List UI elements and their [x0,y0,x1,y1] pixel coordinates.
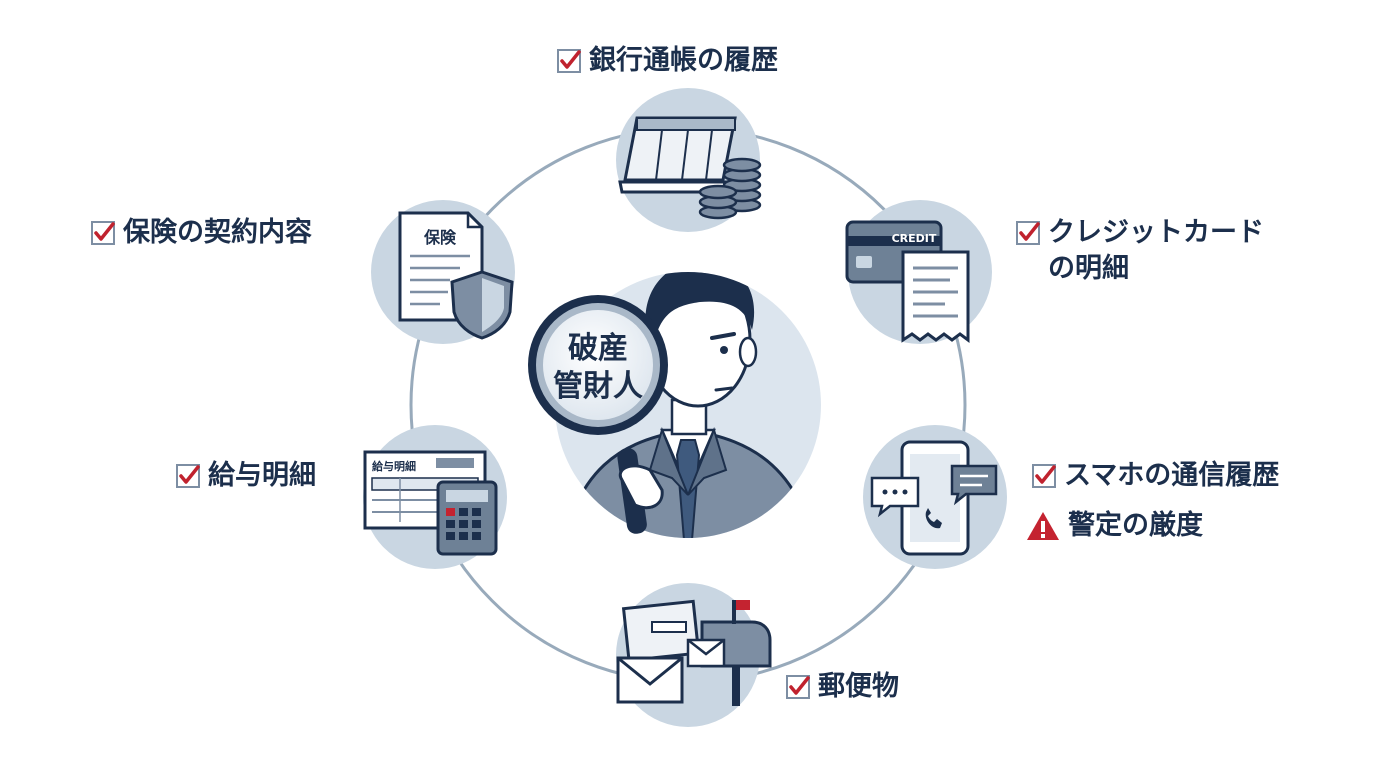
label-bank-text: 銀行通帳の履歴 [589,45,778,76]
check-icon [176,464,200,488]
label-insurance-text: 保険の契約内容 [123,217,312,248]
insurance-document-shield-icon [371,200,515,344]
label-credit-line1: クレジットカード [1048,217,1264,248]
label-insurance: 保険の契約内容 [91,215,312,251]
warning-triangle-icon [1027,512,1059,540]
check-icon [91,221,115,245]
check-icon [557,49,581,73]
label-mail: 郵便物 [786,669,899,705]
label-salary-text: 給与明細 [208,460,316,491]
payslip-calculator-icon [363,425,507,569]
magnifier-text-line2: 管財人 [553,369,643,404]
label-salary: 給与明細 [176,458,316,494]
check-icon [1016,221,1040,245]
investigator-portrait [528,272,821,538]
label-mail-text: 郵便物 [818,671,899,702]
bank-passbook-coins-icon [616,88,762,232]
magnifier-text-line1: 破産 [568,331,628,366]
label-credit-line2: の明細 [1048,253,1129,284]
payslip-text: 給与明細 [372,459,416,473]
label-phone: スマホの通信履歴 [1032,458,1279,494]
smartphone-chat-icon [863,425,1007,569]
label-phone-text: スマホの通信履歴 [1064,460,1280,491]
check-icon [1032,464,1056,488]
label-bank: 銀行通帳の履歴 [557,43,778,79]
check-icon [786,675,810,699]
label-credit: クレジットカード の明細 [1016,215,1264,287]
label-warning: 警定の厳度 [1026,508,1203,544]
insurance-doc-text: 保険 [423,228,457,247]
mail-envelopes-mailbox-icon [616,583,772,727]
credit-card-receipt-icon [845,200,992,344]
label-warning-text: 警定の厳度 [1068,510,1203,541]
credit-card-text: CREDIT [892,232,937,245]
